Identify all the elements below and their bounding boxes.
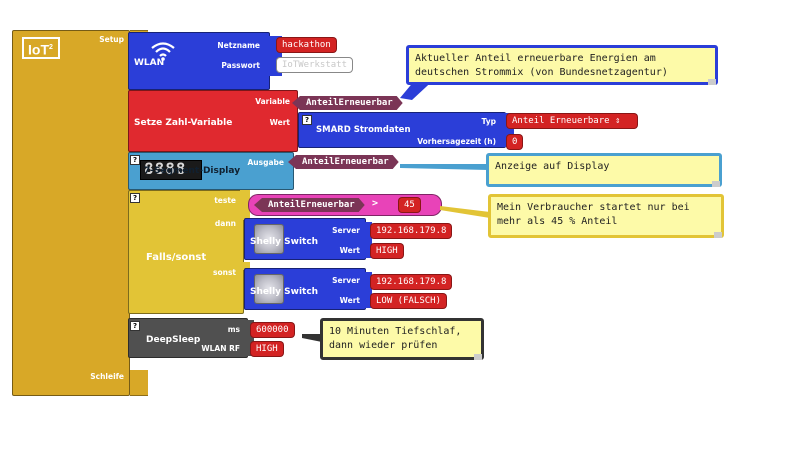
set-variable-title: Setze Zahl-Variable	[134, 118, 233, 128]
comment-ifelse-line2: mehr als 45 % Anteil	[497, 216, 618, 227]
shelly-else-conn	[364, 272, 372, 308]
comment-ifelse-line1: Mein Verbraucher startet nur bei	[497, 202, 690, 213]
comment-deepsleep-line1: 10 Minuten Tiefschlaf,	[329, 326, 462, 337]
display-variable-pill[interactable]: AnteilErneuerbar	[288, 155, 399, 169]
shelly-then-value-field[interactable]: HIGH	[370, 243, 404, 259]
test-label: teste	[214, 196, 236, 205]
shelly-then-conn	[364, 222, 372, 258]
compare-operator[interactable]: >	[372, 198, 379, 209]
shelly-else-server-field[interactable]: 192.168.179.8	[370, 274, 453, 290]
smard-block[interactable]	[298, 112, 506, 148]
wlan-block[interactable]	[128, 32, 270, 90]
compare-variable-pill[interactable]: AnteilErneuerbar	[254, 198, 365, 212]
variable-pill[interactable]: AnteilErneuerbar	[292, 96, 403, 110]
ms-label: ms	[227, 325, 240, 334]
shelly-then-server-label: Server	[332, 226, 360, 235]
comment-deepsleep-corner	[474, 354, 482, 360]
smard-help-icon[interactable]: ?	[302, 115, 312, 125]
setup-block-bottom	[130, 370, 148, 396]
wifi-icon	[150, 40, 176, 62]
comment-smard-corner	[708, 79, 716, 85]
comment-deepsleep-line2: dann wieder prüfen	[329, 340, 438, 351]
wlan-rf-field[interactable]: HIGH	[250, 341, 284, 357]
compare-value-field[interactable]: 45	[398, 197, 421, 213]
deepsleep-conn	[246, 320, 254, 356]
wlan-rf-label: WLAN RF	[201, 344, 240, 353]
ifelse-top-arm	[240, 190, 250, 220]
shelly-else-value-label: Wert	[339, 296, 360, 305]
shelly-then-value-label: Wert	[339, 246, 360, 255]
smard-title: SMARD Stromdaten	[316, 125, 411, 135]
logo-text: IoT	[28, 41, 49, 58]
shelly-else-server-label: Server	[332, 276, 360, 285]
deepsleep-help-icon[interactable]: ?	[130, 321, 140, 331]
iot2-logo: IoT2	[22, 37, 60, 59]
logo-sup: 2	[49, 44, 53, 51]
ssid-label: Netzname	[217, 41, 260, 50]
ifelse-help-icon[interactable]: ?	[130, 193, 140, 203]
variable-label: Variable	[255, 97, 290, 106]
loop-label: Schleife	[90, 372, 124, 381]
comment-smard-line2: deutschen Strommix (von Bundesnetzagentu…	[415, 67, 668, 78]
shelly-device-icon	[254, 274, 284, 304]
forecast-label: Vorhersagezeit (h)	[417, 137, 496, 146]
ifelse-else-arm	[240, 262, 250, 270]
comment-ifelse-corner	[714, 232, 722, 238]
comment-ifelse[interactable]: Mein Verbraucher startet nur bei mehr al…	[488, 194, 724, 238]
display-title: 7-Segment-Display	[144, 166, 241, 176]
else-label: sonst	[212, 268, 236, 277]
set-variable-block[interactable]	[128, 90, 298, 152]
seven-segment-digits: 8888	[144, 159, 187, 178]
comment-display-corner	[712, 181, 720, 187]
ssid-field[interactable]: hackathon	[276, 37, 337, 53]
password-field[interactable]: IoTWerkstatt	[276, 57, 354, 73]
output-label: Ausgabe	[247, 158, 285, 167]
wlan-title: WLAN	[134, 58, 165, 68]
deepsleep-title: DeepSleep	[146, 335, 201, 345]
type-dropdown[interactable]: Anteil Erneuerbare ⇕	[506, 113, 638, 129]
setup-block[interactable]	[12, 30, 130, 396]
comment-4-connector	[302, 334, 322, 342]
comment-deepsleep[interactable]: 10 Minuten Tiefschlaf, dann wieder prüfe…	[320, 318, 484, 360]
display-help-icon[interactable]: ?	[130, 155, 140, 165]
comment-display[interactable]: Anzeige auf Display	[486, 153, 722, 187]
forecast-field[interactable]: 0	[506, 134, 524, 150]
seven-segment-icon	[140, 160, 202, 180]
value-label: Wert	[269, 118, 290, 127]
smard-field-conn	[504, 113, 514, 147]
shelly-then-title: Shelly Switch	[250, 237, 319, 247]
type-label: Typ	[481, 117, 496, 126]
shelly-then-server-field[interactable]: 192.168.179.8	[370, 223, 453, 239]
ifelse-title: Falls/sonst	[146, 252, 207, 263]
then-label: dann	[214, 219, 236, 228]
password-label: Passwort	[221, 61, 260, 70]
comment-display-text: Anzeige auf Display	[495, 161, 610, 172]
shelly-else-title: Shelly Switch	[250, 287, 319, 297]
setup-label: Setup	[99, 35, 124, 44]
deepsleep-block[interactable]	[128, 318, 248, 358]
comment-smard-line1: Aktueller Anteil erneuerbare Energien am	[415, 53, 656, 64]
shelly-else-value-field[interactable]: LOW (FALSCH)	[370, 293, 448, 309]
ms-field[interactable]: 600000	[250, 322, 295, 338]
shelly-device-icon	[254, 224, 284, 254]
comment-smard[interactable]: Aktueller Anteil erneuerbare Energien am…	[406, 45, 718, 85]
comment-3-connector	[440, 206, 490, 218]
ifelse-block[interactable]	[128, 190, 244, 314]
comment-2-connector	[400, 164, 488, 170]
